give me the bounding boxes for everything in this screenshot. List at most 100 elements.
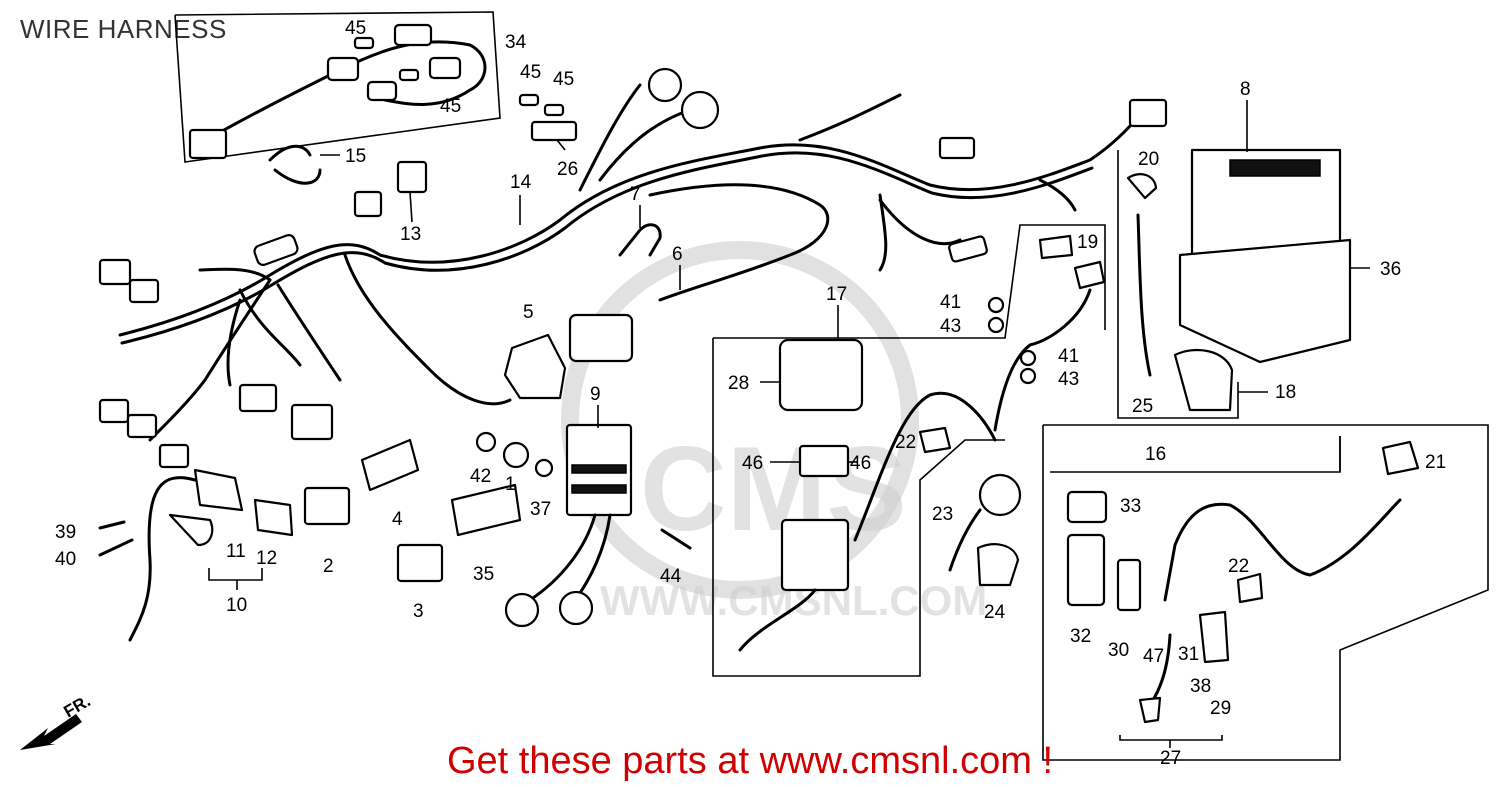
connector-far-right <box>1128 98 1168 128</box>
connector-left-b <box>126 413 158 439</box>
callout-22: 22 <box>895 432 916 453</box>
callout-19: 19 <box>1077 232 1098 253</box>
fuse-45-b <box>398 68 420 82</box>
part-9-fins <box>571 464 627 474</box>
part-4-unit <box>360 438 420 492</box>
callout-1: 1 <box>505 474 516 495</box>
part-6-lead <box>648 183 830 302</box>
callout-13: 13 <box>400 224 421 245</box>
cable-23 <box>948 508 982 572</box>
part-19-cover <box>1038 234 1074 260</box>
subharness-34-socket-b <box>393 23 433 47</box>
callout-7: 7 <box>630 184 641 205</box>
callout-5: 5 <box>523 302 534 323</box>
part-24-bracket <box>976 543 1020 587</box>
callout-25: 25 <box>1132 396 1153 417</box>
part-39-screw <box>98 520 126 530</box>
subharness-34-socket-a <box>326 56 360 82</box>
callout-6: 6 <box>672 244 683 265</box>
part-22-clamp <box>918 426 952 454</box>
callout-16: 16 <box>1145 444 1166 465</box>
part-22-clamp-b <box>1236 572 1264 604</box>
callout-23: 23 <box>932 504 953 525</box>
connector-top-right <box>938 136 976 160</box>
callout-18: 18 <box>1275 382 1296 403</box>
connector-left-mid <box>128 278 160 304</box>
group-frames <box>174 11 1489 761</box>
part-25-cap <box>1173 348 1234 412</box>
callout-45: 45 <box>345 18 366 39</box>
callout-45: 45 <box>520 62 541 83</box>
cable-10 <box>128 476 197 642</box>
callout-30: 30 <box>1108 640 1129 661</box>
parts <box>98 93 1420 724</box>
part-47-terminal <box>1138 696 1162 724</box>
part-32-starter <box>1066 533 1106 607</box>
cable-9-a <box>528 513 597 602</box>
callout-33: 33 <box>1120 496 1141 517</box>
callout-41: 41 <box>940 292 961 313</box>
subharness-34-socket-d <box>366 80 398 102</box>
part-17-control-box <box>780 518 850 592</box>
leader-lines <box>208 100 1370 748</box>
callout-36: 36 <box>1380 259 1401 280</box>
connector-left-top <box>98 258 132 286</box>
bulb-socket-b <box>680 90 720 130</box>
callout-37: 37 <box>530 499 551 520</box>
sleeve-left <box>253 234 299 266</box>
subharness-34-connector <box>188 128 228 160</box>
cable-21 <box>1163 498 1402 602</box>
footer-link-text: Get these parts at www.cmsnl.com ! <box>446 740 1054 782</box>
callout-17: 17 <box>826 284 847 305</box>
callout-43: 43 <box>940 316 961 337</box>
connector-left-c <box>158 443 190 469</box>
callout-14: 14 <box>510 172 532 193</box>
cable-22 <box>853 391 997 542</box>
callout-26: 26 <box>557 159 578 180</box>
callout-3: 3 <box>413 601 424 622</box>
subharness-34-socket-c <box>428 56 462 80</box>
callout-46: 46 <box>742 453 763 474</box>
part-20-terminal <box>1126 173 1158 200</box>
callout-32: 32 <box>1070 626 1091 647</box>
part-13-socket <box>396 160 428 194</box>
callout-45: 45 <box>440 96 461 117</box>
part-9-fins-b <box>571 484 627 494</box>
part-43-washer-b <box>1019 367 1037 385</box>
callout-12: 12 <box>256 548 277 569</box>
callout-45: 45 <box>553 69 574 90</box>
part-33-relay <box>1066 490 1108 524</box>
callout-20: 20 <box>1138 149 1159 170</box>
part-19-terminal <box>1073 260 1106 290</box>
part-11-switch <box>193 468 244 512</box>
subharness-34 <box>188 23 487 160</box>
callout-29: 29 <box>1210 698 1231 719</box>
callout-38: 38 <box>1190 676 1211 697</box>
page-title: WIRE HARNESS <box>20 14 227 44</box>
part-9-connector-a <box>504 592 540 628</box>
part-26-fuse-holder <box>530 120 578 142</box>
main-harness <box>118 83 1147 442</box>
cable-19 <box>993 288 1092 432</box>
callout-34: 34 <box>505 32 527 53</box>
part-35-unit <box>450 483 522 537</box>
part-42-collar <box>475 431 497 453</box>
part-7-cap <box>618 223 662 257</box>
part-43-washer-a <box>987 316 1005 334</box>
part-29-cover <box>1198 610 1230 664</box>
callouts: 45 34 45 45 45 15 26 13 14 7 6 5 8 20 19… <box>55 18 1446 769</box>
part-3-holder <box>396 543 444 583</box>
part-41-nut-b <box>1019 349 1037 367</box>
callout-21: 21 <box>1425 452 1446 473</box>
watermark-text: CMS <box>640 422 907 556</box>
part-1-grommet <box>502 441 530 469</box>
connector-center-a <box>238 383 278 413</box>
callout-44: 44 <box>660 566 682 587</box>
callout-41: 41 <box>1058 346 1079 367</box>
callout-31: 31 <box>1178 644 1199 665</box>
callout-15: 15 <box>345 146 366 167</box>
callout-9: 9 <box>590 384 601 405</box>
part-12-switch <box>253 498 294 537</box>
callout-27: 27 <box>1160 748 1181 769</box>
callout-40: 40 <box>55 549 76 570</box>
